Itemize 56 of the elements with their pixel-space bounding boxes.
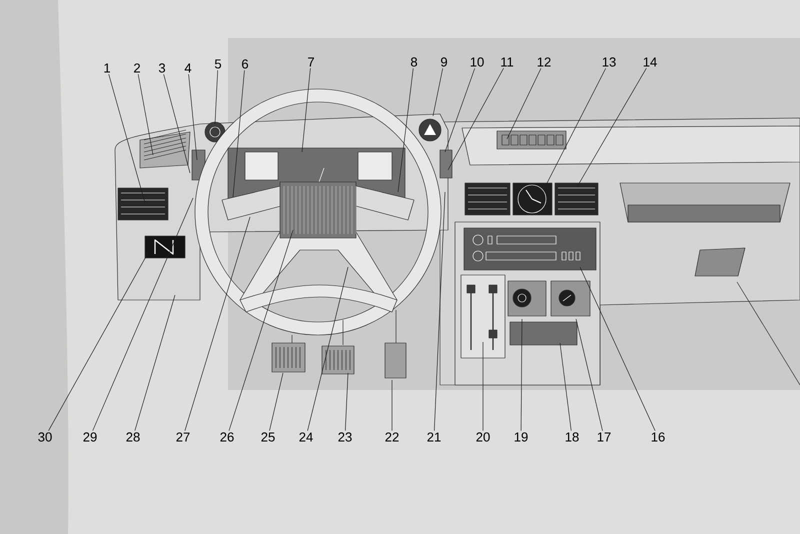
leader-line — [444, 68, 476, 152]
callout-number: 16 — [652, 432, 665, 442]
callout-number: 21 — [427, 432, 441, 442]
leader-line — [432, 68, 444, 116]
callout-number: 20 — [476, 432, 490, 442]
leader-line — [398, 68, 414, 192]
leader-line — [48, 252, 148, 431]
leader-line — [92, 198, 194, 431]
callout-number: 18 — [566, 432, 579, 442]
callout-number: 25 — [261, 432, 275, 442]
callout-number: 27 — [176, 432, 190, 442]
callout-number: 3 — [158, 63, 166, 73]
callout-number: 22 — [385, 432, 399, 442]
callout-number: 24 — [299, 432, 313, 442]
leader-line — [434, 192, 446, 432]
callout-number: 6 — [242, 59, 248, 69]
leader-line — [184, 216, 250, 432]
leader-line — [232, 70, 245, 198]
leader-line — [576, 68, 647, 188]
leader-line — [138, 74, 154, 156]
leader-line — [228, 230, 294, 431]
callout-number: 2 — [134, 63, 140, 73]
leader-line — [214, 70, 218, 124]
leader-line — [188, 74, 198, 160]
leader-line — [520, 318, 522, 431]
leader-line — [482, 342, 484, 431]
leader-line — [302, 68, 311, 152]
callout-number: 12 — [538, 57, 551, 67]
callout-number: 10 — [470, 57, 484, 67]
leader-line — [576, 318, 603, 432]
callout-number: 5 — [214, 59, 222, 69]
leader-line — [307, 266, 348, 432]
leader-line — [134, 294, 176, 431]
callout-number: 4 — [184, 64, 192, 72]
callout-number: 8 — [410, 57, 418, 67]
callout-number: 9 — [441, 57, 447, 67]
callout-number: 29 — [83, 432, 97, 442]
leader-line — [345, 372, 348, 431]
leader-line — [560, 342, 572, 431]
leader-line — [506, 68, 542, 140]
callout-number: 23 — [338, 432, 352, 442]
callout-number: 19 — [514, 432, 528, 442]
callout-number: 7 — [308, 58, 314, 66]
leader-line — [108, 74, 146, 204]
leader-line — [163, 74, 190, 174]
leader-line — [269, 372, 284, 431]
callout-number: 26 — [220, 432, 234, 442]
callout-number: 1 — [104, 64, 110, 72]
callout-number: 28 — [126, 432, 140, 442]
callout-number: 17 — [598, 432, 611, 442]
callout-number: 13 — [602, 57, 616, 67]
callout-number: 30 — [38, 432, 52, 442]
leader-line — [448, 68, 504, 170]
callout-number: 11 — [501, 58, 514, 66]
leader-line — [580, 266, 656, 431]
callout-number: 14 — [644, 58, 657, 66]
